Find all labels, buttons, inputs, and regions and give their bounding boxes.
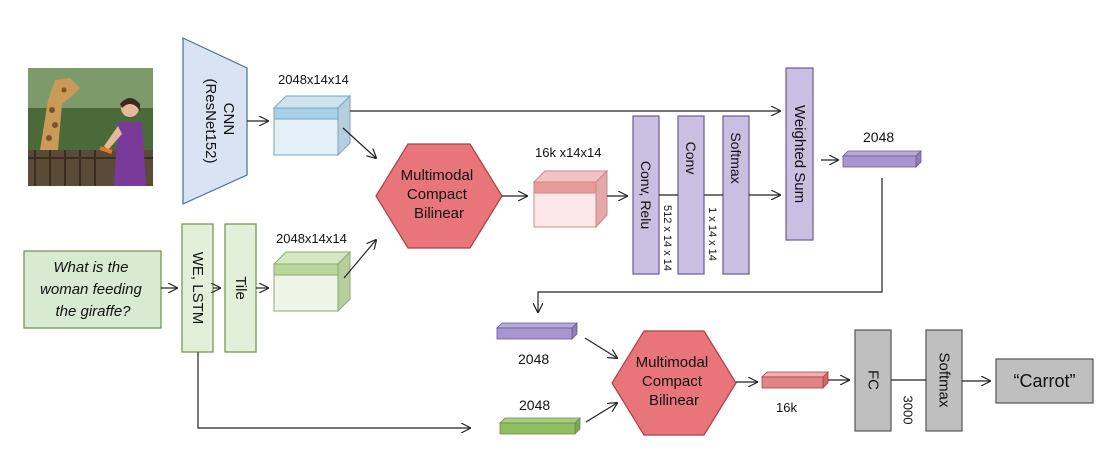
text-feature-dim: 2048x14x14 xyxy=(276,231,347,246)
weighted-output-dim: 2048 xyxy=(863,129,894,145)
conv-relu-label: Conv, Relu xyxy=(638,161,654,229)
attended-image-dim: 2048 xyxy=(518,351,549,367)
lstm-block: WE, LSTM xyxy=(181,223,214,353)
softmax-output-label: Softmax xyxy=(936,352,953,408)
mcb-2-label: Multimodal Compact Bilinear xyxy=(636,354,713,409)
text-vector: 2048 xyxy=(499,397,581,435)
weighted-output-vector: 2048 xyxy=(842,129,922,168)
tile-block: Tile xyxy=(224,223,257,353)
conv-block: Conv xyxy=(677,115,705,275)
text-vector-dim: 2048 xyxy=(519,397,550,413)
conv-dim: 1 x 14 x 14 xyxy=(706,207,718,261)
cnn-label: CNN (ResNet152) xyxy=(202,78,237,163)
lstm-label: WE, LSTM xyxy=(189,252,206,325)
image-feature-cube: 2048x14x14 xyxy=(272,72,352,157)
fc-output-dim: 3000 xyxy=(901,396,916,425)
conv-relu-dim: 512 x 14 x 14 xyxy=(661,205,673,271)
answer-box: “Carrot” xyxy=(995,358,1094,404)
question-box: What is the woman feeding the giraffe? xyxy=(23,250,162,329)
mcb-1-label: Multimodal Compact Bilinear xyxy=(401,167,478,222)
input-image xyxy=(28,68,153,186)
softmax-attention-label: Softmax xyxy=(728,132,744,183)
fc-block: FC xyxy=(854,329,892,432)
question-text: What is the woman feeding the giraffe? xyxy=(40,259,146,320)
mcb-2-output-dim: 16k xyxy=(776,400,797,415)
cnn-block: CNN (ResNet152) xyxy=(182,37,248,205)
conv-label: Conv xyxy=(683,142,699,175)
connections xyxy=(161,111,990,428)
mcb-output-dim: 16k x14x14 xyxy=(535,145,602,160)
text-feature-cube: 2048x14x14 xyxy=(272,231,352,313)
weighted-sum-label: Weighted Sum xyxy=(791,105,808,203)
tile-label: Tile xyxy=(232,276,249,300)
answer-text: “Carrot” xyxy=(1014,371,1076,391)
mcb-2-output-vector: 16k xyxy=(761,371,829,415)
attended-image-vector: 2048 xyxy=(496,322,578,367)
mcb-block-1: Multimodal Compact Bilinear xyxy=(375,143,503,249)
softmax-attention-block: Softmax xyxy=(722,115,750,275)
softmax-output-block: Softmax xyxy=(925,329,963,432)
fc-label: FC xyxy=(865,370,882,390)
mcb-output-cube: 16k x14x14 xyxy=(532,145,609,229)
image-feature-dim: 2048x14x14 xyxy=(278,72,349,87)
conv-relu-block: Conv, Relu xyxy=(632,115,660,275)
weighted-sum-block: Weighted Sum xyxy=(785,67,814,241)
mcb-block-2: Multimodal Compact Bilinear xyxy=(611,330,737,436)
